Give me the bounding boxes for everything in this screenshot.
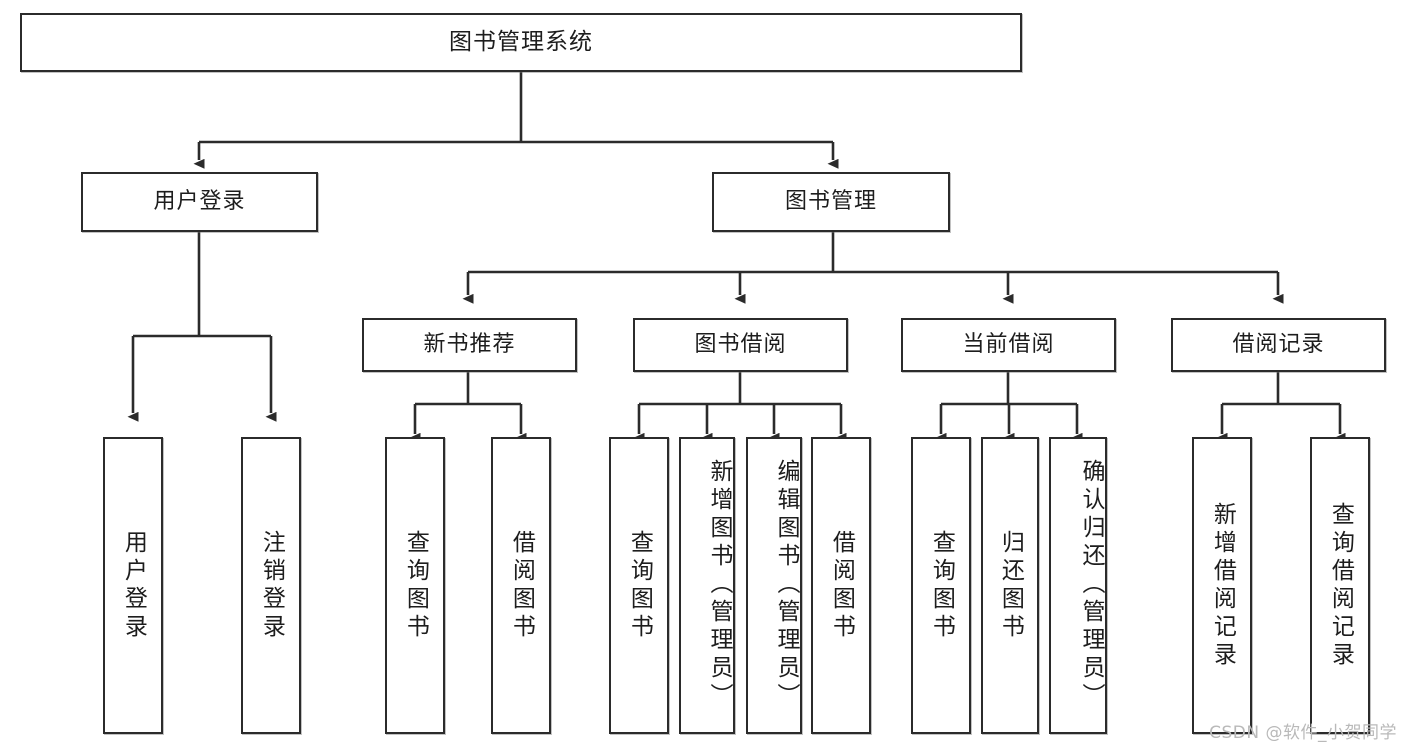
leaf-borrow-edit-book-admin[interactable]: 编辑图书（管理员） (746, 437, 802, 734)
leaf-borrow-query-book-label: 查询图书 (626, 529, 653, 642)
leaf-newbook-borrow-book[interactable]: 借阅图书 (491, 437, 551, 734)
leaf-current-confirm-return-admin[interactable]: 确认归还（管理员） (1049, 437, 1107, 734)
leaf-logout-label: 注销登录 (258, 529, 285, 642)
leaf-newbook-borrow-book-label: 借阅图书 (508, 529, 535, 642)
leaf-borrow-query-book[interactable]: 查询图书 (609, 437, 669, 734)
node-borrow-records-label: 借阅记录 (1232, 331, 1325, 357)
leaf-current-query-book[interactable]: 查询图书 (911, 437, 971, 734)
leaf-current-query-book-label: 查询图书 (928, 529, 955, 642)
leaf-borrow-add-book-admin[interactable]: 新增图书（管理员） (679, 437, 735, 734)
leaf-user-login-label: 用户登录 (120, 529, 147, 642)
leaf-borrow-borrow-book-label: 借阅图书 (828, 529, 855, 642)
leaf-borrow-borrow-book[interactable]: 借阅图书 (811, 437, 871, 734)
node-book-borrow[interactable]: 图书借阅 (633, 318, 848, 372)
leaf-records-query-record-label: 查询借阅记录 (1327, 501, 1354, 670)
leaf-newbook-query-book-label: 查询图书 (402, 529, 429, 642)
leaf-records-add-record[interactable]: 新增借阅记录 (1192, 437, 1252, 734)
node-book-management-label: 图书管理 (784, 188, 877, 214)
leaf-current-return-book-label: 归还图书 (997, 529, 1024, 642)
leaf-borrow-edit-book-admin-label: 编辑图书（管理员） (773, 458, 799, 711)
leaf-current-return-book[interactable]: 归还图书 (981, 437, 1039, 734)
csdn-watermark: CSDN @软件_小贺同学 (1209, 723, 1397, 743)
node-book-management[interactable]: 图书管理 (712, 172, 950, 232)
node-borrow-records[interactable]: 借阅记录 (1171, 318, 1386, 372)
node-new-book-recommend[interactable]: 新书推荐 (362, 318, 577, 372)
leaf-records-query-record[interactable]: 查询借阅记录 (1310, 437, 1370, 734)
node-current-borrow-label: 当前借阅 (962, 331, 1055, 357)
node-root-label: 图书管理系统 (449, 28, 593, 55)
leaf-current-confirm-return-admin-label: 确认归还（管理员） (1078, 458, 1104, 711)
node-user-login-label: 用户登录 (153, 188, 246, 214)
node-new-book-recommend-label: 新书推荐 (423, 331, 516, 357)
node-book-borrow-label: 图书借阅 (694, 331, 787, 357)
leaf-logout[interactable]: 注销登录 (241, 437, 301, 734)
node-root[interactable]: 图书管理系统 (20, 13, 1022, 72)
leaf-borrow-add-book-admin-label: 新增图书（管理员） (706, 458, 732, 711)
node-user-login[interactable]: 用户登录 (81, 172, 318, 232)
leaf-newbook-query-book[interactable]: 查询图书 (385, 437, 445, 734)
leaf-user-login[interactable]: 用户登录 (103, 437, 163, 734)
leaf-records-add-record-label: 新增借阅记录 (1209, 501, 1236, 670)
node-current-borrow[interactable]: 当前借阅 (901, 318, 1116, 372)
